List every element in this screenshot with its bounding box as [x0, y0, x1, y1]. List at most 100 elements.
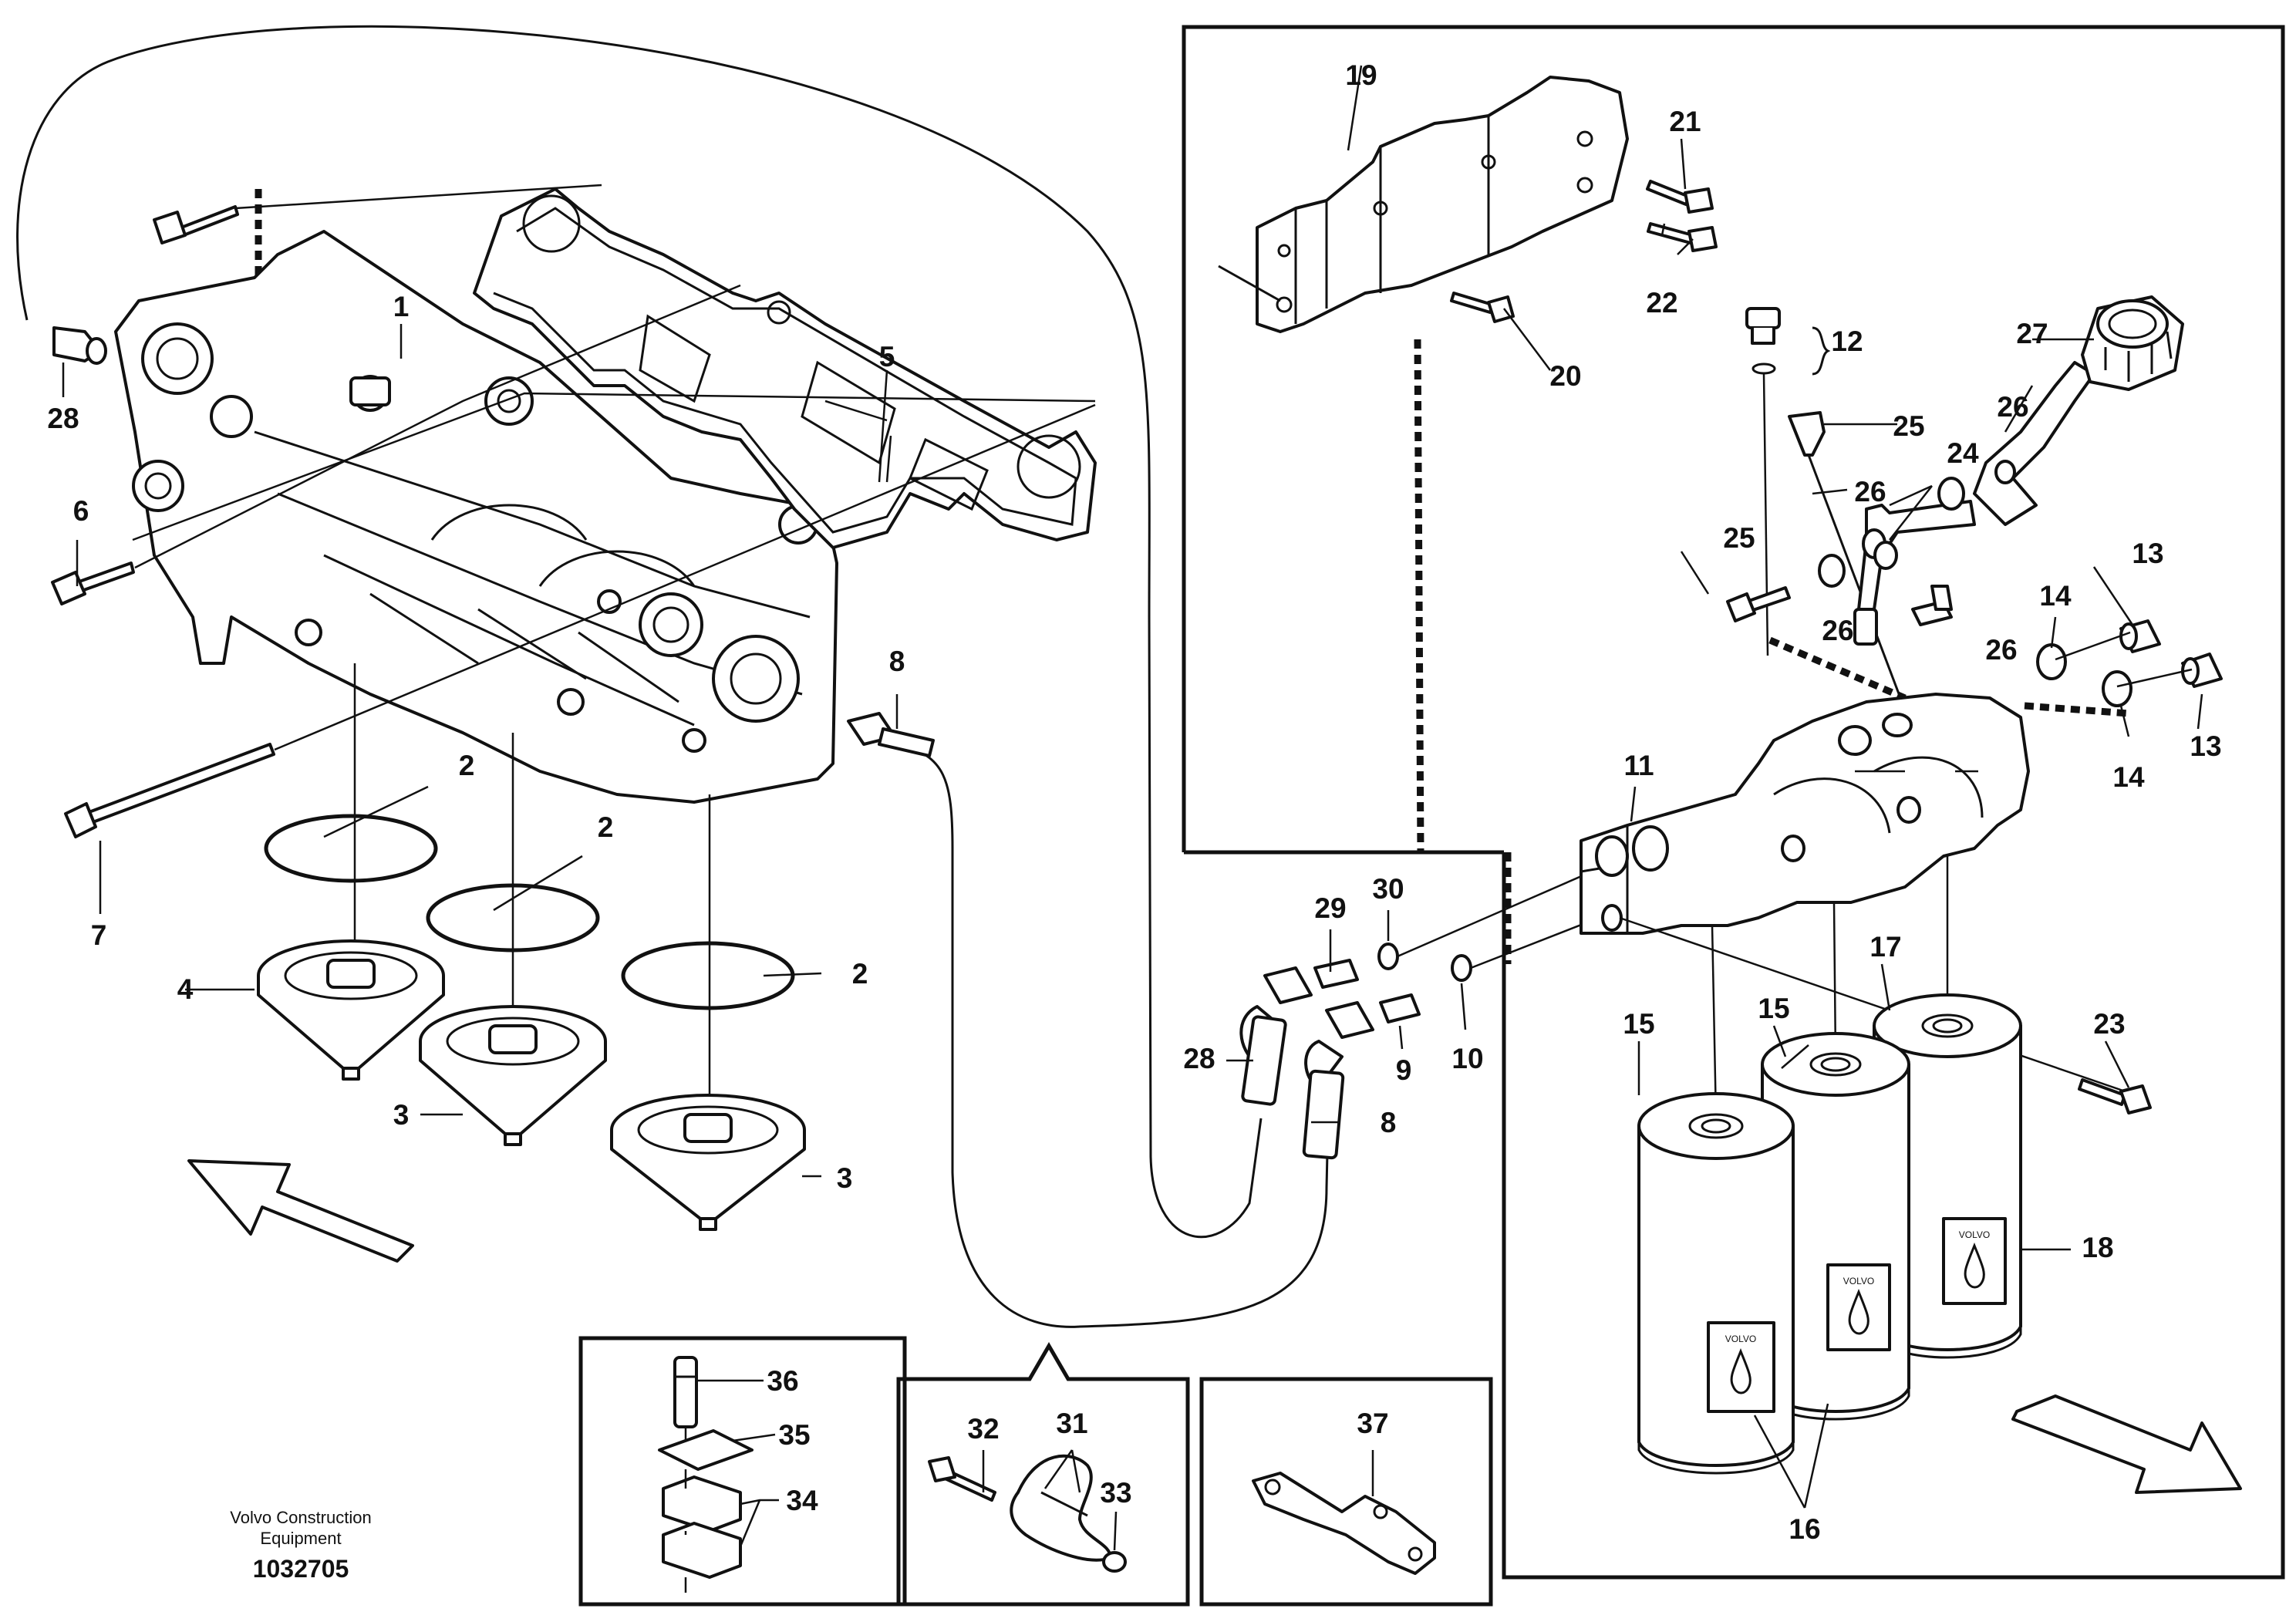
callout-3-b: 3 [837, 1162, 853, 1194]
filter-brand-text: VOLVO [1843, 1276, 1874, 1286]
cones [257, 939, 806, 1231]
oil-drop-icon [1848, 1288, 1870, 1335]
filler-cap [2081, 295, 2184, 391]
callout-26-right: 26 [1985, 634, 2017, 666]
o-rings [264, 814, 795, 1010]
callout-35: 35 [778, 1419, 810, 1451]
callout-26-left: 26 [1822, 615, 1853, 646]
bolts-left [51, 205, 935, 838]
callout-28-left: 28 [47, 403, 79, 434]
oil-filter-front: VOLVO [1637, 1092, 1795, 1475]
callout-1: 1 [393, 291, 410, 322]
callout-14-bottom: 14 [2112, 761, 2145, 793]
frames [578, 25, 2285, 1607]
callout-34: 34 [786, 1485, 818, 1516]
callout-14-top: 14 [2039, 580, 2072, 612]
cone-3-a [419, 1005, 607, 1146]
callout-32: 32 [967, 1413, 999, 1445]
cone-3-b [610, 1094, 806, 1231]
callout-31: 31 [1056, 1408, 1087, 1439]
oil-filter-middle: VOLVO [1761, 1032, 1910, 1421]
callout-8-top: 8 [889, 646, 905, 677]
callout-33: 33 [1100, 1477, 1131, 1509]
callout-5: 5 [879, 341, 895, 373]
leader-lines [62, 65, 2203, 1551]
oil-filters: VOLVO VOLVO VOLVO [1637, 993, 2022, 1475]
callout-17: 17 [1870, 931, 1901, 963]
callout-2-c: 2 [852, 958, 868, 990]
callout-26-top-right: 26 [1997, 391, 2028, 423]
alignment-lines-left [132, 184, 1096, 1134]
callout-9: 9 [1396, 1054, 1412, 1086]
bolt-23 [2078, 1078, 2152, 1114]
bolt-28-left [52, 326, 107, 365]
inset-box-bracket [1199, 1377, 1493, 1607]
bolt-top [153, 205, 239, 244]
callout-10: 10 [1451, 1043, 1483, 1074]
callout-24: 24 [1947, 437, 1979, 469]
inset-box-clamp [578, 1336, 907, 1607]
filter-brand-text: VOLVO [1725, 1334, 1756, 1344]
inset-clip-parts [928, 1454, 1127, 1573]
callout-30: 30 [1372, 873, 1404, 905]
callout-27: 27 [2016, 318, 2048, 349]
inset-clamp-parts [658, 1356, 754, 1593]
inset-bracket-parts [1252, 1472, 1436, 1575]
callout-16: 16 [1789, 1513, 1820, 1545]
callout-13-bottom: 13 [2190, 730, 2221, 762]
bolts-bracket [1450, 180, 1718, 323]
callout-25-top: 25 [1893, 410, 1924, 442]
gasket [473, 187, 1097, 549]
callout-29: 29 [1314, 892, 1346, 924]
direction-arrow-icon [2011, 1394, 2242, 1494]
hoses [1239, 966, 1374, 1160]
callout-25-left: 25 [1723, 522, 1755, 554]
callout-26-mid: 26 [1854, 476, 1886, 508]
callout-8-bottom: 8 [1381, 1107, 1397, 1138]
callout-7: 7 [91, 919, 107, 951]
plug-12 [1745, 307, 1831, 656]
callout-36: 36 [767, 1365, 798, 1397]
callout-13-top: 13 [2132, 538, 2163, 569]
brand-line-2: Equipment [260, 1529, 341, 1548]
callout-labels: 1 5 28 6 7 8 2 2 2 4 3 3 19 20 21 22 12 … [47, 59, 2221, 1545]
direction-arrow-icon [187, 1159, 414, 1263]
document-number: 1032705 [253, 1555, 349, 1583]
oil-drop-icon [1964, 1242, 1985, 1289]
filter-head [1580, 693, 2137, 1097]
callout-20: 20 [1549, 360, 1581, 392]
detail-frame-upper [1182, 25, 2285, 1580]
callout-18: 18 [2082, 1232, 2113, 1263]
cone-4 [257, 939, 445, 1081]
callout-21: 21 [1669, 106, 1701, 137]
bolt-6 [51, 561, 135, 605]
callout-12: 12 [1831, 325, 1863, 357]
callout-28-right: 28 [1183, 1043, 1215, 1074]
callout-2-b: 2 [598, 811, 614, 843]
callout-11: 11 [1623, 750, 1654, 781]
title-block: Volvo Construction Equipment 1032705 [230, 1508, 371, 1583]
callout-37: 37 [1357, 1408, 1388, 1439]
oil-cooler-housing [114, 230, 838, 804]
oil-filter-rear: VOLVO [1873, 993, 2022, 1359]
callout-22: 22 [1646, 287, 1677, 319]
callout-2-a: 2 [459, 750, 475, 781]
callout-15-left: 15 [1623, 1008, 1654, 1040]
alignment-lines-right [1711, 856, 1949, 1119]
oil-drop-icon [1730, 1347, 1752, 1394]
routing-lines [16, 25, 2129, 1328]
brand-line-1: Volvo Construction [230, 1508, 371, 1527]
callout-6: 6 [73, 495, 89, 527]
callout-4: 4 [177, 973, 194, 1005]
callout-3-a: 3 [393, 1099, 410, 1131]
callout-15-middle: 15 [1758, 993, 1789, 1024]
bolt-7 [64, 743, 275, 838]
inset-box-clip [896, 1342, 1190, 1607]
fitting-8-top [847, 712, 935, 757]
washers-plugs [1818, 541, 2223, 707]
filter-brand-text: VOLVO [1959, 1229, 1990, 1240]
callout-19: 19 [1345, 59, 1377, 91]
callout-23: 23 [2093, 1008, 2125, 1040]
bracket [1218, 76, 1629, 333]
